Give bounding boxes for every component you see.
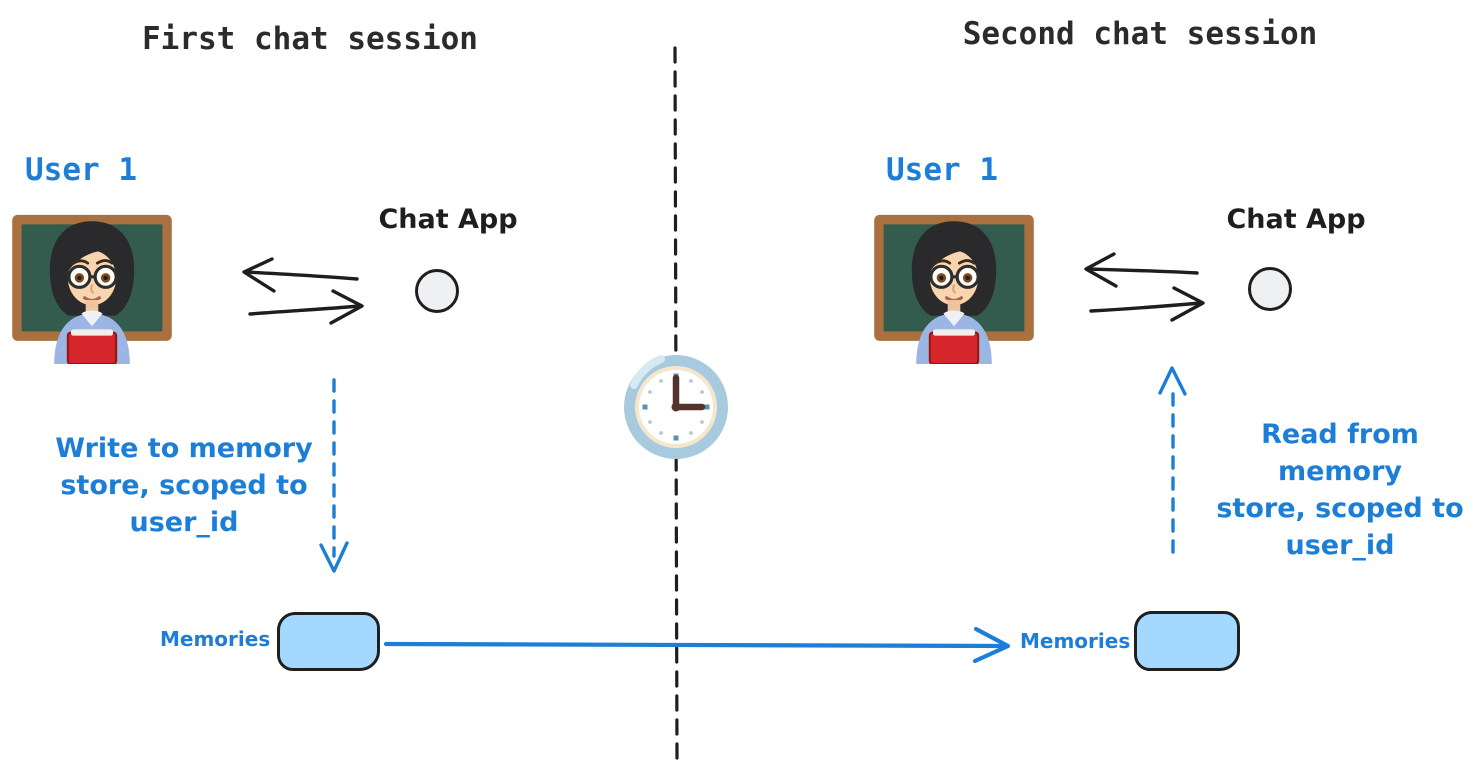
left-user-label: User 1 xyxy=(25,152,137,188)
second-session-title: Second chat session xyxy=(962,16,1318,52)
note-line: store, scoped to xyxy=(60,470,308,501)
memories-transfer-arrow xyxy=(383,626,1011,664)
right-arrow-to-app xyxy=(1089,301,1203,313)
write-to-memory-note: Write to memory store, scoped to user_id xyxy=(38,430,330,541)
woman-teacher-emoji-svg xyxy=(12,214,172,364)
right-chat-app-label: Chat App xyxy=(1226,204,1366,235)
left-chat-app-node xyxy=(415,269,459,313)
read-arrow-head xyxy=(1158,366,1187,396)
write-to-memory-arrow xyxy=(319,378,349,573)
left-chat-app-label: Chat App xyxy=(378,204,518,235)
note-line: store, scoped to xyxy=(1216,493,1464,524)
left-user-chatapp-arrows xyxy=(242,257,364,325)
clock-emoji-svg xyxy=(624,355,728,459)
left-arrow-to-app xyxy=(248,304,362,316)
left-memories-label: Memories xyxy=(160,627,271,651)
right-memories-label: Memories xyxy=(1020,629,1131,653)
right-arrow-to-user-head xyxy=(1084,252,1118,288)
right-user-label: User 1 xyxy=(886,152,998,188)
note-line: user_id xyxy=(1285,530,1395,561)
woman-teacher-emoji xyxy=(870,196,1038,364)
read-from-memory-note: Read from memory store, scoped to user_i… xyxy=(1198,416,1482,564)
woman-teacher-emoji-svg xyxy=(874,214,1034,364)
first-session-title: First chat session xyxy=(142,21,478,57)
memories-arrow-shaft xyxy=(383,641,1007,649)
right-user-chatapp-arrows xyxy=(1084,252,1205,322)
session-divider-dashed-line xyxy=(673,46,679,762)
read-from-memory-arrow xyxy=(1158,366,1187,554)
right-chat-app-node xyxy=(1248,267,1292,311)
left-arrow-to-app-head xyxy=(329,289,364,325)
note-line: user_id xyxy=(129,507,239,538)
right-arrow-to-user xyxy=(1086,267,1199,275)
left-arrow-to-user-head xyxy=(242,257,276,293)
left-memories-box xyxy=(277,612,380,671)
clock-three-oclock-emoji xyxy=(621,352,731,462)
left-arrow-to-user xyxy=(244,270,359,281)
write-arrow-head xyxy=(319,541,349,573)
note-line: Read from memory xyxy=(1261,419,1419,487)
right-arrow-to-app-head xyxy=(1170,286,1205,322)
note-line: Write to memory xyxy=(55,433,313,464)
woman-teacher-emoji xyxy=(8,196,176,364)
right-memories-box xyxy=(1134,611,1240,671)
memories-arrow-head xyxy=(972,626,1011,664)
